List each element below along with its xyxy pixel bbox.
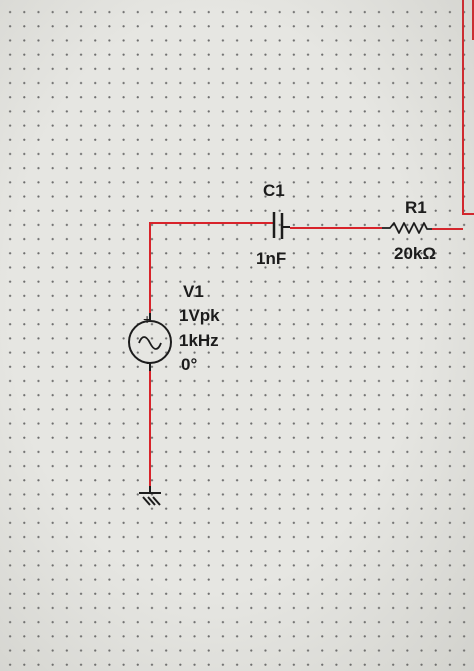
resistor-r1-symbol[interactable]	[382, 222, 432, 234]
source-minus-sign: -	[146, 354, 151, 370]
wire-left-top[interactable]	[149, 222, 268, 313]
resistor-value-label: 20kΩ	[394, 244, 436, 263]
capacitor-c1-symbol[interactable]	[268, 212, 290, 239]
sine-wave-icon	[138, 336, 162, 350]
ac-source-v1-symbol[interactable]	[128, 313, 172, 371]
resistor-ref-label: R1	[405, 198, 427, 217]
source-phase-label: 0°	[181, 355, 198, 374]
source-ref-label: V1	[183, 282, 204, 301]
capacitor-ref-label: C1	[263, 181, 285, 200]
capacitor-value-label: 1nF	[256, 249, 287, 268]
wire-right-vertical[interactable]	[462, 0, 474, 215]
source-plus-sign: +	[143, 311, 152, 327]
source-amplitude-label: 1Vpk	[179, 306, 220, 325]
ground-symbol[interactable]	[139, 486, 161, 506]
source-frequency-label: 1kHz	[179, 331, 219, 350]
